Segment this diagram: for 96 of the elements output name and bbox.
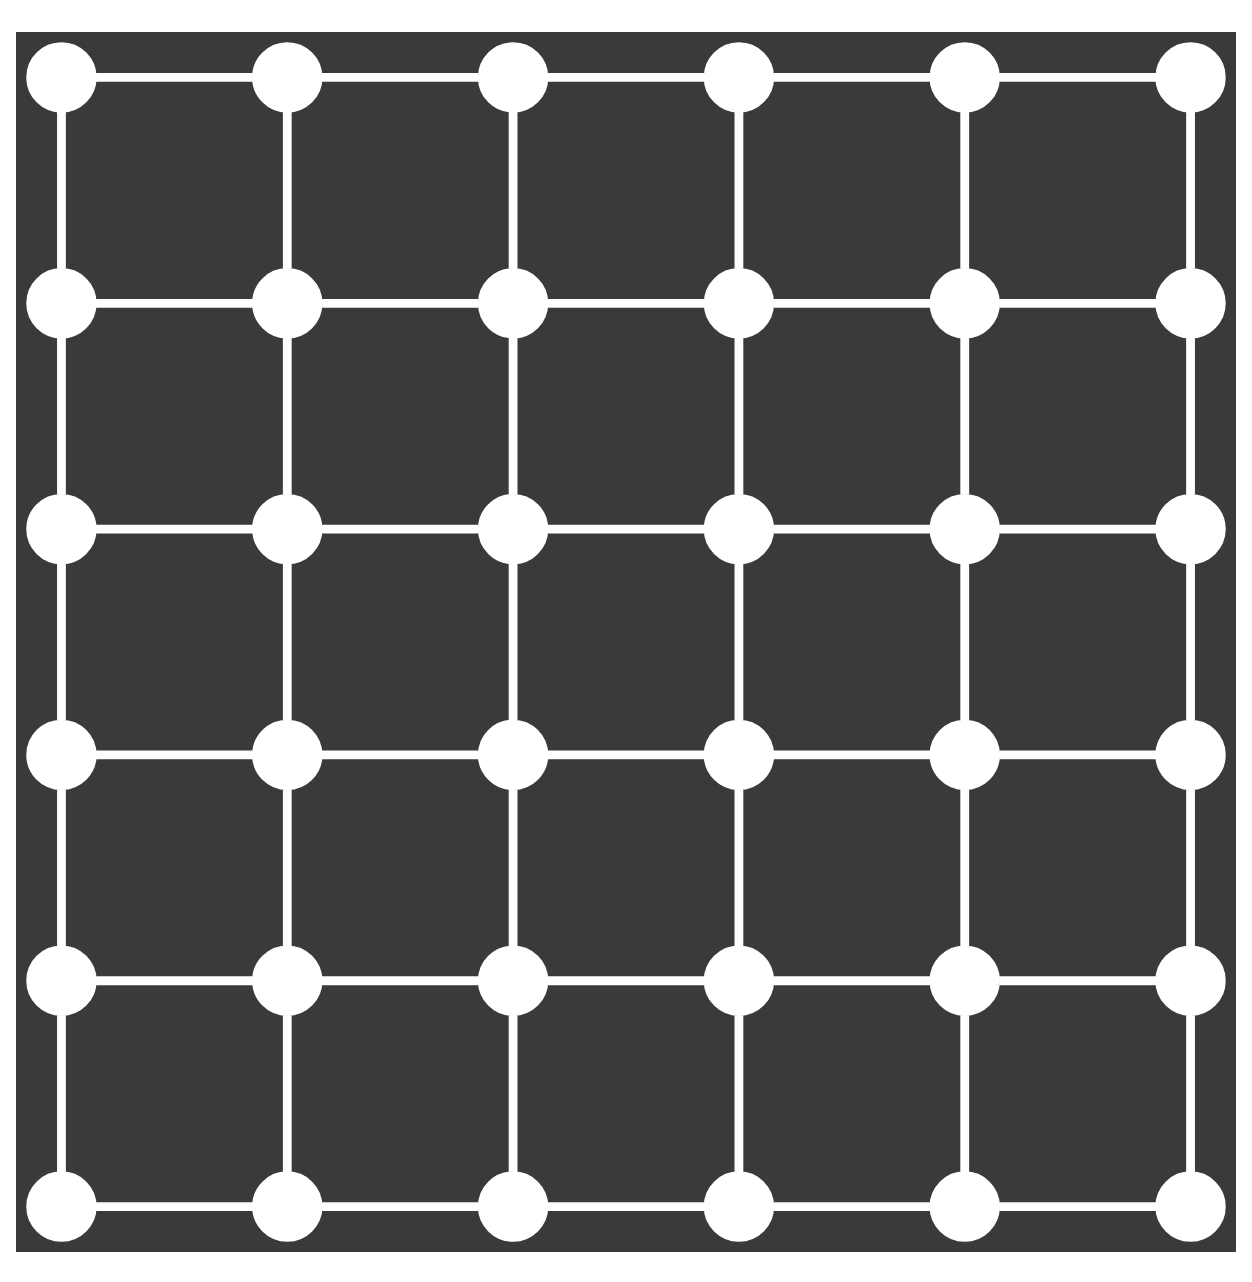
connector: [773, 523, 931, 533]
connector: [1186, 562, 1195, 720]
connector: [773, 749, 931, 759]
connector: [95, 975, 253, 985]
connector: [1186, 1014, 1195, 1172]
connector: [960, 562, 970, 720]
connector: [734, 562, 744, 720]
node-circle: [703, 492, 775, 564]
node-circle: [1155, 492, 1226, 564]
node-circle: [703, 1170, 775, 1241]
connector: [95, 1201, 253, 1210]
connector: [57, 110, 66, 268]
connector: [999, 975, 1157, 985]
node-circle: [929, 1170, 1000, 1241]
connector: [508, 562, 518, 720]
connector: [57, 336, 66, 494]
node-circle: [477, 492, 549, 564]
node-circle: [477, 718, 549, 790]
connector: [999, 297, 1157, 307]
node-circle: [26, 267, 97, 338]
connector: [547, 749, 705, 759]
node-circle: [252, 718, 323, 790]
node-circle: [477, 944, 549, 1015]
node-circle: [26, 944, 97, 1015]
connector: [773, 975, 931, 985]
node-circle: [1155, 718, 1226, 790]
connector: [547, 297, 705, 307]
node-circle: [1155, 944, 1226, 1015]
connector: [1186, 788, 1195, 946]
connector: [508, 788, 518, 946]
connector: [95, 297, 253, 307]
connector: [282, 110, 292, 268]
connector: [321, 297, 479, 307]
connector: [734, 1014, 744, 1172]
node-circle: [252, 267, 323, 338]
connector: [321, 1201, 479, 1210]
connector: [321, 749, 479, 759]
connector: [960, 336, 970, 494]
connector: [95, 523, 253, 533]
connector: [1186, 110, 1195, 268]
connector: [734, 336, 744, 494]
connector: [999, 749, 1157, 759]
node-circle: [252, 492, 323, 564]
node-circle: [703, 718, 775, 790]
connector: [734, 110, 744, 268]
node-circle: [929, 718, 1000, 790]
connector: [1186, 336, 1195, 494]
connector: [508, 336, 518, 494]
connector: [547, 975, 705, 985]
node-circle: [252, 1170, 323, 1241]
connector: [960, 788, 970, 946]
connector: [508, 110, 518, 268]
connector: [57, 1014, 66, 1172]
connector: [960, 110, 970, 268]
node-circle: [703, 944, 775, 1015]
connector: [773, 297, 931, 307]
connector: [321, 523, 479, 533]
connector: [999, 72, 1157, 81]
connector: [547, 523, 705, 533]
connector: [282, 336, 292, 494]
node-circle: [1155, 1170, 1226, 1241]
node-circle: [477, 41, 549, 112]
connector: [321, 975, 479, 985]
node-circle: [252, 41, 323, 112]
node-circle: [929, 944, 1000, 1015]
connector: [282, 562, 292, 720]
node-circle: [1155, 41, 1226, 112]
connector: [95, 72, 253, 81]
connector: [773, 1201, 931, 1210]
node-circle: [477, 267, 549, 338]
node-circle: [929, 267, 1000, 338]
node-circle: [26, 1170, 97, 1241]
node-circle: [703, 267, 775, 338]
connector: [547, 72, 705, 81]
connector: [95, 749, 253, 759]
connector: [508, 1014, 518, 1172]
connector: [282, 788, 292, 946]
node-circle: [26, 718, 97, 790]
connector: [547, 1201, 705, 1210]
node-circle: [703, 41, 775, 112]
node-circle: [252, 944, 323, 1015]
node-circle: [929, 41, 1000, 112]
connector: [282, 1014, 292, 1172]
connector: [960, 1014, 970, 1172]
node-circle: [26, 41, 97, 112]
node-circle: [1155, 267, 1226, 338]
connector: [321, 72, 479, 81]
connector: [999, 523, 1157, 533]
connector: [999, 1201, 1157, 1210]
node-circle: [929, 492, 1000, 564]
connector: [734, 788, 744, 946]
node-circle: [26, 492, 97, 564]
connector: [57, 788, 66, 946]
connector: [773, 72, 931, 81]
node-circle: [477, 1170, 549, 1241]
connector: [57, 562, 66, 720]
